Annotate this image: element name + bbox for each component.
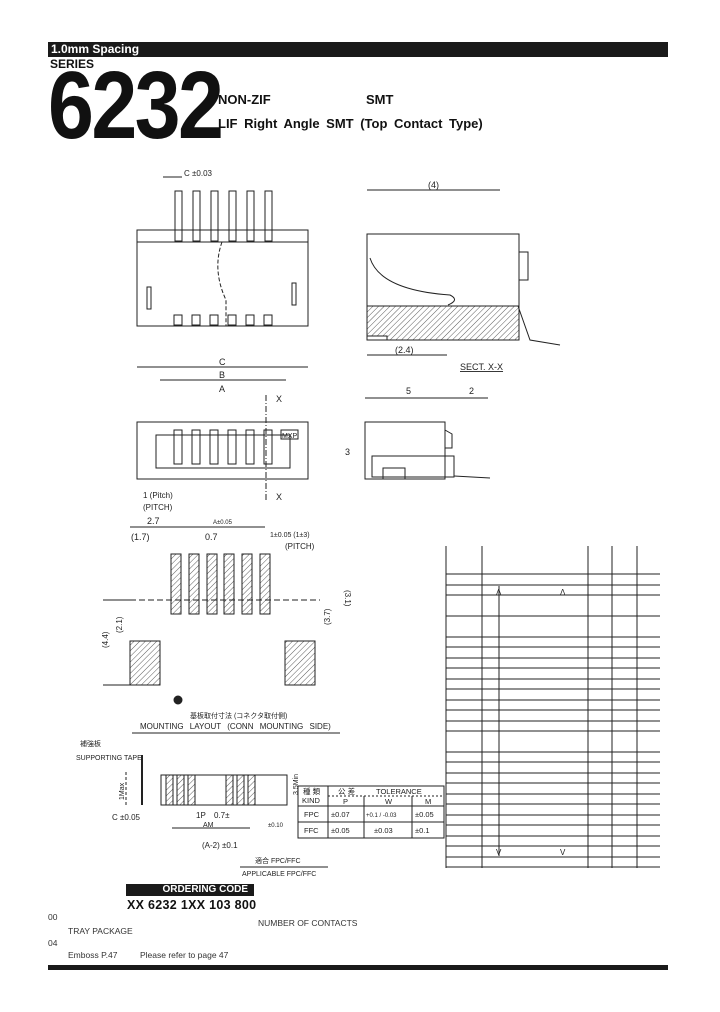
footer-bar — [48, 965, 668, 970]
fpc-dim-1p: 1P — [196, 811, 206, 820]
fpc-dim-am: AM — [203, 822, 214, 829]
pin-mark: MXP — [282, 433, 298, 440]
tray-package-label: TRAY PACKAGE — [68, 926, 133, 936]
front-view-drawing: C B A MXP X X 1 (Pitch) (PITCH) — [136, 357, 309, 512]
tol-row-m: ±0.05 — [415, 810, 434, 819]
product-title: LIF Right Angle SMT (Top Contact Type) — [218, 116, 483, 131]
dim-a-mount: A±0.05 — [213, 520, 233, 526]
dim-5: 5 — [406, 386, 411, 396]
tol-row-kind: FPC — [304, 810, 320, 819]
mounting-caption-jp: 基板取付寸法 (コネクタ取付側) — [190, 711, 287, 720]
tol-row-w: ±0.03 — [374, 826, 393, 835]
mounting-layout-drawing: 2.7 A±0.05 (1.7) 0.7 1±0.05 (1±3) (PITCH… — [101, 516, 352, 734]
fpc-drawing: 補強板 SUPPORTING TAPE 1Max C ±0.05 3.5Min … — [76, 739, 328, 878]
refer-note: Please refer to page 47 — [140, 950, 229, 960]
series-number: 6232 — [48, 52, 224, 159]
fpc-contacts — [165, 774, 256, 806]
fpc-caption: APPLICABLE FPC/FFC — [242, 871, 316, 878]
fpc-dim-a-2: (A-2) ±0.1 — [202, 841, 238, 850]
tape-label-jp: 補強板 — [80, 739, 101, 748]
type-smt: SMT — [366, 92, 394, 107]
fpc-dim-t: 1Max — [119, 782, 126, 800]
arrow-up-right: Λ — [560, 588, 566, 597]
tolerance-table: 種 類 KIND 公 差 TOLERANCE P W M FPC ±0.07 +… — [297, 785, 445, 839]
pitch-label-en: (PITCH) — [143, 503, 173, 512]
section-view-drawing: (4) (2.4) SECT. X-X — [366, 180, 561, 372]
dim-c: C — [219, 357, 226, 367]
mount-pitch: (PITCH) — [285, 542, 315, 551]
section-mark-bottom: X — [276, 492, 282, 502]
tol-row-w: +0.1 / -0.03 — [366, 813, 397, 819]
dim-4-4: (4.4) — [101, 631, 110, 648]
top-view-pads — [173, 314, 273, 326]
dim-2: 2 — [469, 386, 474, 396]
fpc-dim-0-7: 0.7± — [214, 811, 230, 820]
tol-head: TOLERANCE — [376, 787, 422, 796]
tol-col-m: M — [425, 797, 431, 806]
tol-col-p: P — [343, 797, 348, 806]
dim-4: (4) — [428, 180, 439, 190]
top-view-contacts — [174, 190, 273, 242]
series-label: SERIES — [50, 57, 95, 71]
dim-0-7: 0.7 — [205, 532, 218, 542]
dim-2-7: 2.7 — [147, 516, 160, 526]
top-view-drawing: C ±0.03 — [136, 169, 309, 327]
mounting-pads — [129, 553, 316, 686]
dim-c-top: C ±0.03 — [184, 169, 213, 178]
pitch-label: 1 (Pitch) — [143, 491, 173, 500]
fpc-caption-jp: 適合 FPC/FFC — [255, 856, 301, 865]
dim-3: 3 — [345, 447, 350, 457]
dim-1: 1±0.05 (1±3) — [270, 532, 310, 539]
dim-2-4: (2.4) — [395, 345, 414, 355]
fpc-dim-3-5: 3.5Min — [293, 774, 300, 795]
dim-b: B — [219, 370, 225, 380]
section-mark-top: X — [276, 394, 282, 404]
ordering-code-title: ORDERING CODE — [126, 884, 254, 896]
side-view-drawing: 5 2 3 — [345, 386, 491, 480]
dim-3-1: (3.1) — [343, 590, 352, 607]
type-non-zif: NON-ZIF — [218, 92, 271, 107]
option-code-00: 00 — [48, 912, 58, 922]
number-of-contacts-label: NUMBER OF CONTACTS — [258, 918, 358, 928]
dim-a: A — [219, 384, 225, 394]
fpc-dim-r: ±0.10 — [268, 823, 284, 829]
spacing-header: 1.0mm Spacing — [48, 42, 668, 57]
parts-table: Λ Λ V V — [445, 546, 660, 868]
tol-kind-jp: 種 類 — [303, 786, 321, 796]
tol-row-p: ±0.05 — [331, 826, 350, 835]
ordering-code: XX 6232 1XX 103 800 — [127, 898, 257, 912]
mounting-caption: MOUNTING LAYOUT (CONN MOUNTING SIDE) — [140, 722, 331, 731]
option-code-04: 04 — [48, 938, 58, 948]
tol-kind: KIND — [302, 796, 321, 805]
section-label: SECT. X-X — [460, 362, 503, 372]
dim-3-7: (3.7) — [323, 608, 332, 625]
arrow-down-right: V — [560, 848, 566, 857]
front-view-contacts — [173, 429, 273, 465]
dim-2-1: (2.1) — [115, 616, 124, 633]
dim-1-7: (1.7) — [131, 532, 150, 542]
arrow-up-left: Λ — [496, 588, 502, 597]
arrow-down-left: V — [496, 848, 502, 857]
tol-head-jp: 公 差 — [338, 786, 356, 796]
tape-label: SUPPORTING TAPE — [76, 755, 142, 762]
fpc-dim-c: C ±0.05 — [112, 813, 141, 822]
tol-row-p: ±0.07 — [331, 810, 350, 819]
tol-row-kind: FFC — [304, 826, 319, 835]
tol-row-m: ±0.1 — [415, 826, 430, 835]
emboss-label: Emboss P.47 — [68, 950, 118, 960]
tol-col-w: W — [385, 797, 393, 806]
